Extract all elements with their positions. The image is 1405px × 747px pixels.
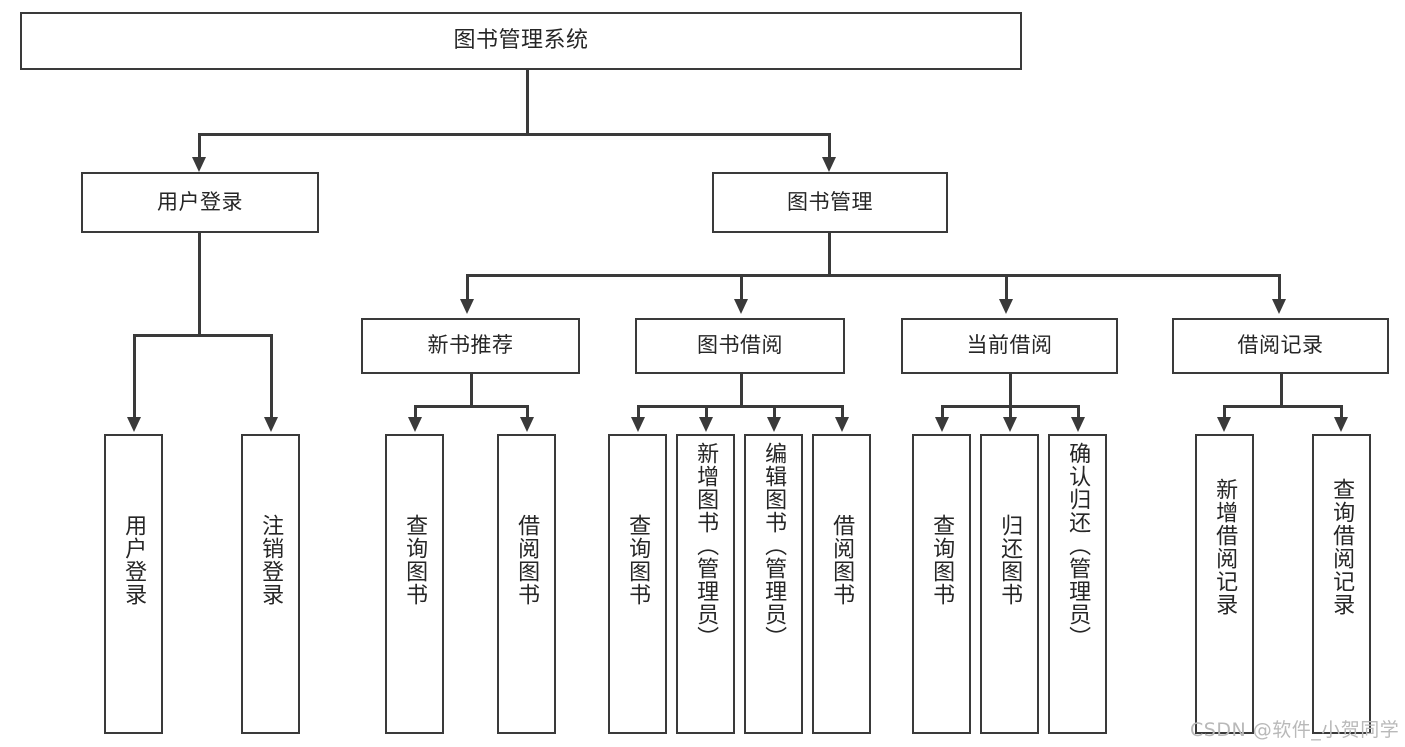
node-label: 用户登录 (157, 189, 243, 214)
edge-bookmgmt-to-borrow (740, 274, 743, 301)
edge-bookmgmt-to-current (1005, 274, 1008, 301)
edge-new-to-child-1 (526, 405, 529, 419)
arrow-down-icon (1071, 417, 1085, 432)
node-new-book-recommendation[interactable]: 新书推荐 (361, 318, 580, 374)
edge-current-stem (1009, 374, 1012, 407)
node-label: 确认归还（管理员） (1065, 442, 1091, 649)
node-label: 查询图书 (625, 514, 651, 606)
edge-borrow-to-child-2 (773, 405, 776, 419)
node-book-management[interactable]: 图书管理 (712, 172, 948, 233)
edge-record-bus (1223, 405, 1341, 408)
node-label: 查询图书 (402, 514, 428, 606)
arrow-down-icon (822, 157, 836, 172)
edge-borrow-to-child-0 (637, 405, 640, 419)
node-current-borrowing[interactable]: 当前借阅 (901, 318, 1118, 374)
leaf-current-query-book[interactable]: 查询图书 (912, 434, 971, 734)
node-label: 当前借阅 (966, 333, 1053, 358)
arrow-down-icon (1217, 417, 1231, 432)
arrow-down-icon (460, 299, 474, 314)
arrow-down-icon (127, 417, 141, 432)
edge-bookmgmt-to-record (1278, 274, 1281, 301)
leaf-user-login[interactable]: 用户登录 (104, 434, 163, 734)
edge-new-stem (470, 374, 473, 407)
arrow-down-icon (767, 417, 781, 432)
edge-bookmgmt-stem (828, 233, 831, 276)
arrow-down-icon (1334, 417, 1348, 432)
leaf-add-borrow-record[interactable]: 新增借阅记录 (1195, 434, 1254, 734)
edge-new-bus (414, 405, 528, 408)
edge-current-to-child-0 (941, 405, 944, 419)
edge-login-to-child-0 (133, 334, 136, 419)
edge-record-stem (1280, 374, 1283, 407)
node-label: 新书推荐 (427, 333, 514, 358)
leaf-return-book[interactable]: 归还图书 (980, 434, 1039, 734)
node-label: 图书借阅 (697, 333, 783, 358)
edge-login-to-child-1 (270, 334, 273, 419)
leaf-query-borrow-record[interactable]: 查询借阅记录 (1312, 434, 1371, 734)
edge-record-to-child-1 (1340, 405, 1343, 419)
edge-login-bus (133, 334, 272, 337)
edge-borrow-to-child-1 (705, 405, 708, 419)
leaf-borrow-query-book[interactable]: 查询图书 (608, 434, 667, 734)
node-label: 用户登录 (121, 514, 147, 606)
node-label: 注销登录 (258, 514, 284, 606)
node-label: 借阅图书 (829, 514, 855, 606)
node-borrowing-record[interactable]: 借阅记录 (1172, 318, 1389, 374)
arrow-down-icon (408, 417, 422, 432)
edge-root-stem (526, 70, 529, 134)
edge-current-to-child-2 (1077, 405, 1080, 419)
edge-borrow-to-child-3 (841, 405, 844, 419)
node-label: 借阅记录 (1237, 333, 1324, 358)
edge-bookmgmt-to-new (466, 274, 469, 301)
edge-record-to-child-0 (1223, 405, 1226, 419)
node-user-login[interactable]: 用户登录 (81, 172, 319, 233)
csdn-watermark: CSDN @软件_小贺同学 (1190, 719, 1400, 741)
arrow-down-icon (935, 417, 949, 432)
arrow-down-icon (699, 417, 713, 432)
leaf-logout[interactable]: 注销登录 (241, 434, 300, 734)
leaf-confirm-return-admin[interactable]: 确认归还（管理员） (1048, 434, 1107, 734)
arrow-down-icon (734, 299, 748, 314)
edge-new-to-child-0 (414, 405, 417, 419)
node-label: 新增借阅记录 (1212, 478, 1238, 616)
edge-root-to-bookmgmt (828, 133, 831, 159)
arrow-down-icon (631, 417, 645, 432)
leaf-edit-book-admin[interactable]: 编辑图书（管理员） (744, 434, 803, 734)
arrow-down-icon (835, 417, 849, 432)
node-label: 编辑图书（管理员） (761, 442, 787, 649)
node-label: 图书管理系统 (453, 27, 589, 53)
leaf-add-book-admin[interactable]: 新增图书（管理员） (676, 434, 735, 734)
arrow-down-icon (1272, 299, 1286, 314)
leaf-new-query-book[interactable]: 查询图书 (385, 434, 444, 734)
arrow-down-icon (999, 299, 1013, 314)
arrow-down-icon (520, 417, 534, 432)
arrow-down-icon (192, 157, 206, 172)
edge-borrow-bus (637, 405, 841, 408)
node-label: 查询图书 (929, 514, 955, 606)
arrow-down-icon (264, 417, 278, 432)
node-root-book-management-system[interactable]: 图书管理系统 (20, 12, 1022, 70)
arrow-down-icon (1003, 417, 1017, 432)
node-book-borrowing[interactable]: 图书借阅 (635, 318, 845, 374)
edge-login-stem (198, 233, 201, 336)
edge-root-bus (198, 133, 830, 136)
edge-root-to-login (198, 133, 201, 159)
node-label: 归还图书 (997, 514, 1023, 606)
edge-borrow-stem (740, 374, 743, 407)
leaf-new-borrow-book[interactable]: 借阅图书 (497, 434, 556, 734)
node-label: 新增图书（管理员） (693, 442, 719, 649)
edge-bookmgmt-bus (466, 274, 1280, 277)
node-label: 图书管理 (787, 189, 873, 214)
node-label: 借阅图书 (514, 514, 540, 606)
leaf-borrow-book[interactable]: 借阅图书 (812, 434, 871, 734)
node-label: 查询借阅记录 (1329, 478, 1355, 616)
edge-current-to-child-1 (1009, 405, 1012, 419)
